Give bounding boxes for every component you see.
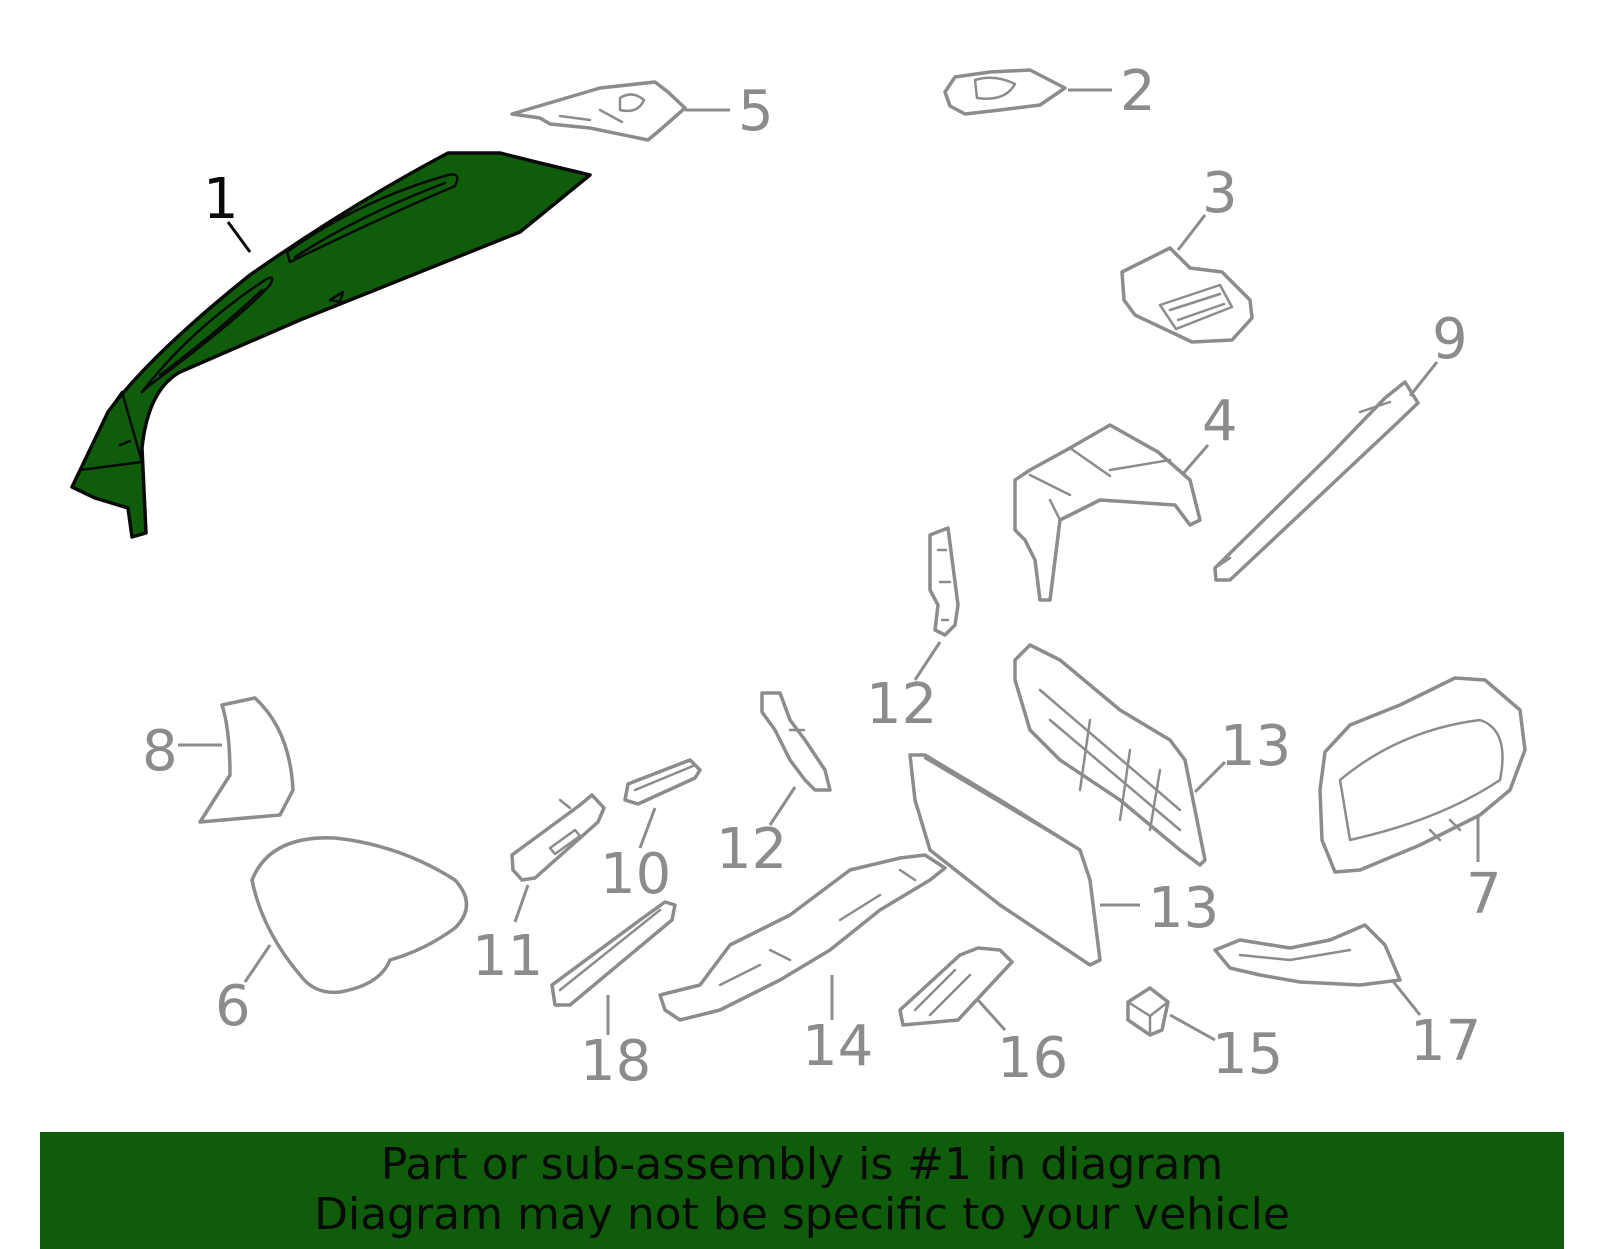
callout-13b[interactable]: 13 (1148, 876, 1219, 941)
part-16-insert[interactable] (898, 946, 1014, 1027)
callout-18[interactable]: 18 (580, 1029, 651, 1094)
part-4-duct[interactable] (1013, 423, 1202, 602)
leader-3 (1176, 214, 1207, 251)
part-3-vent[interactable] (1120, 246, 1254, 344)
info-banner: Part or sub-assembly is #1 in diagram Di… (40, 1132, 1564, 1249)
leader-17 (1390, 979, 1422, 1016)
callout-1[interactable]: 1 (203, 167, 239, 232)
part-10-handle[interactable] (623, 758, 702, 806)
parts-diagram: 1 5 2 3 9 4 12 12 (70, 59, 1527, 1094)
callout-14[interactable]: 14 (802, 1014, 873, 1079)
leader-10 (638, 807, 657, 849)
leader-6 (243, 944, 272, 983)
leader-12a (913, 641, 942, 681)
banner-line-2: Diagram may not be specific to your vehi… (314, 1189, 1290, 1240)
callout-17[interactable]: 17 (1410, 1009, 1481, 1074)
leader-1 (226, 221, 252, 253)
part-5-bracket[interactable] (510, 80, 687, 142)
part-9-trim-strip[interactable] (1213, 380, 1420, 582)
part-2-vent[interactable] (943, 68, 1067, 116)
part-15-clip[interactable] (1126, 986, 1170, 1037)
leader-11 (513, 884, 530, 923)
callout-2[interactable]: 2 (1120, 59, 1156, 124)
part-14-lower-panel[interactable] (658, 853, 947, 1022)
callout-16[interactable]: 16 (997, 1026, 1068, 1091)
leader-15 (1169, 1013, 1216, 1042)
callout-5[interactable]: 5 (738, 79, 774, 144)
callout-15[interactable]: 15 (1212, 1022, 1283, 1087)
part-1-instrument-panel-cover[interactable] (70, 151, 592, 539)
callout-10[interactable]: 10 (600, 842, 671, 907)
callout-3[interactable]: 3 (1202, 161, 1238, 226)
part-7-cluster-housing[interactable] (1318, 676, 1527, 874)
part-12-bracket-lower[interactable] (760, 691, 832, 792)
part-18-rail[interactable] (550, 900, 677, 1007)
callout-13a[interactable]: 13 (1220, 714, 1291, 779)
leader-13a (1193, 760, 1227, 794)
leader-12b (768, 786, 797, 826)
callout-6[interactable]: 6 (215, 974, 251, 1039)
callout-8[interactable]: 8 (142, 719, 178, 784)
part-17-duct[interactable] (1213, 923, 1402, 987)
part-6-airbag-cover[interactable] (250, 836, 469, 995)
leader-9 (1408, 361, 1439, 397)
part-8-cover[interactable] (198, 696, 295, 824)
part-13-knee-panel[interactable] (1013, 643, 1207, 867)
part-11-latch[interactable] (510, 793, 606, 882)
callout-12a[interactable]: 12 (866, 672, 937, 737)
part-13-glove-box-door[interactable] (908, 753, 1102, 967)
callout-12b[interactable]: 12 (716, 817, 787, 882)
callout-11[interactable]: 11 (472, 924, 543, 989)
banner-line-1: Part or sub-assembly is #1 in diagram (380, 1139, 1224, 1190)
leader-16 (976, 998, 1007, 1032)
callout-7[interactable]: 7 (1466, 862, 1502, 927)
callout-9[interactable]: 9 (1432, 307, 1468, 372)
leader-4 (1180, 444, 1210, 476)
callout-4[interactable]: 4 (1202, 389, 1238, 454)
part-12-bracket-upper[interactable] (928, 526, 960, 637)
